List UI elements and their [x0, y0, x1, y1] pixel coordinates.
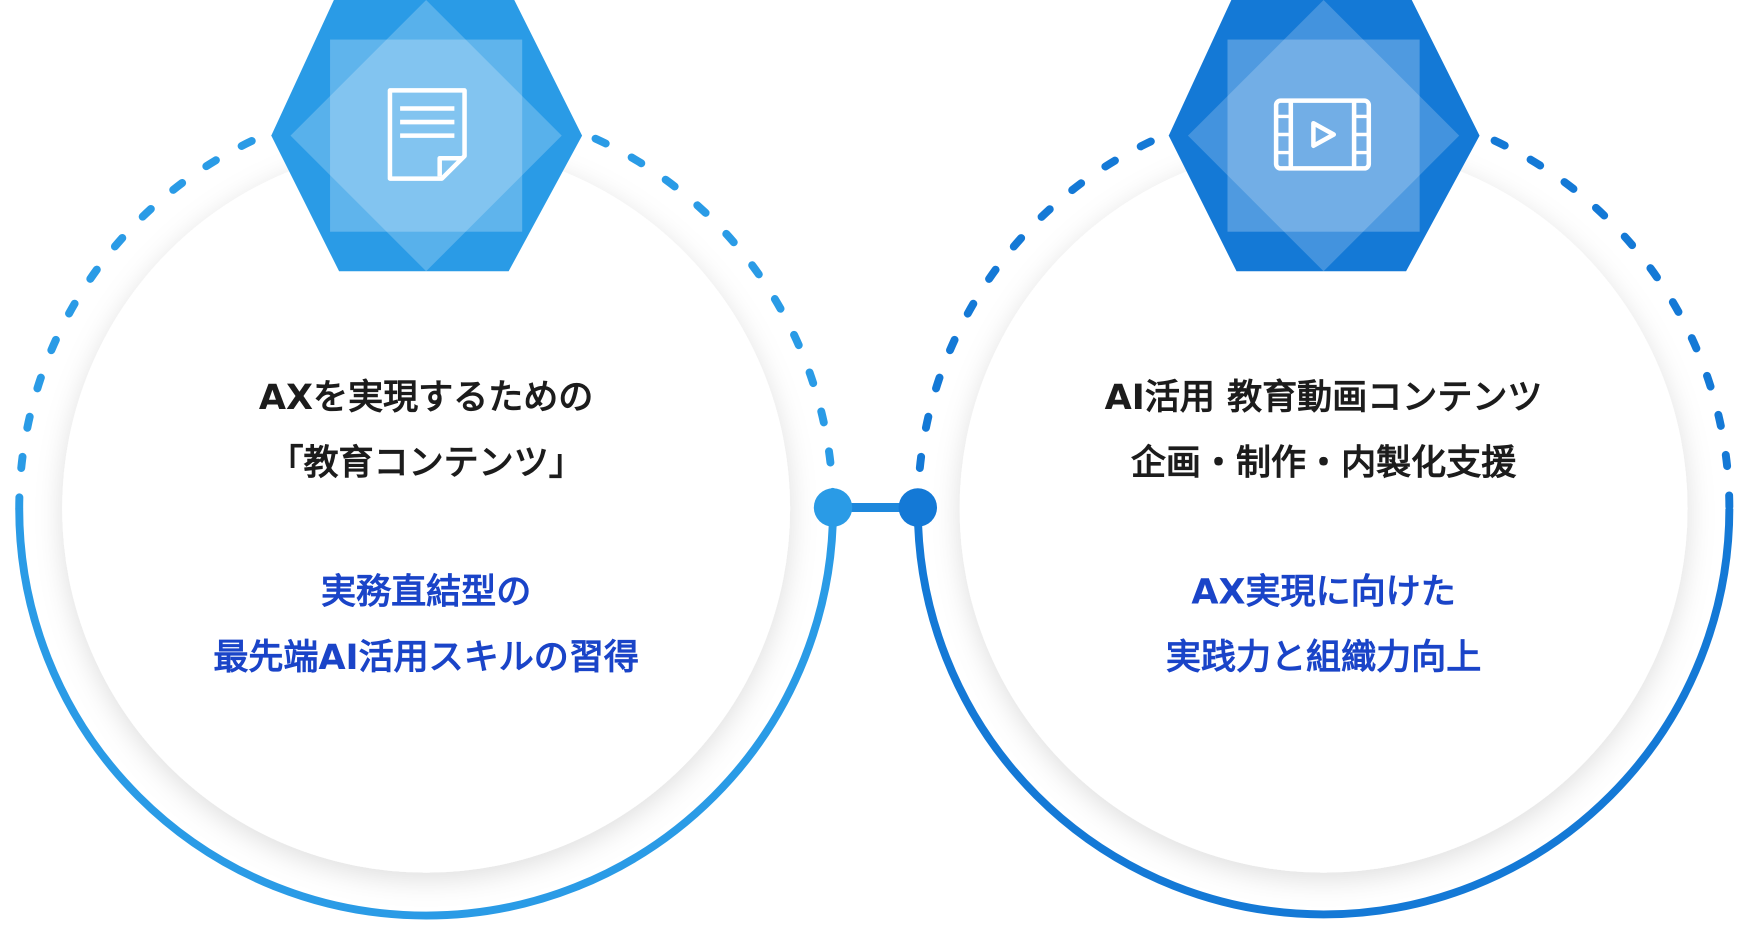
left-title-line: AXを実現するための	[258, 377, 594, 419]
connector	[813, 488, 938, 527]
left-subtitle: 実務直結型の 最先端AI活用スキルの習得	[87, 559, 765, 690]
right-title-line: AI活用 教育動画コンテンツ	[1104, 377, 1543, 419]
video-icon	[1273, 98, 1372, 171]
right-title: AI活用 教育動画コンテンツ 企画・制作・内製化支援	[984, 365, 1662, 496]
right-subtitle: AX実現に向けた 実践力と組織力向上	[984, 559, 1662, 690]
left-circle	[15, 97, 837, 920]
document-icon	[387, 88, 467, 181]
left-title: AXを実現するための 「教育コンテンツ」	[87, 365, 765, 496]
right-title-line: 企画・制作・内製化支援	[1130, 443, 1517, 484]
left-hexagon	[271, 0, 583, 272]
right-circle	[913, 98, 1734, 919]
right-subtitle-line: 実践力と組織力向上	[1165, 637, 1482, 679]
right-subtitle-line: AX実現に向けた	[1191, 571, 1456, 613]
left-subtitle-line: 実務直結型の	[321, 571, 532, 613]
left-subtitle-line: 最先端AI活用スキルの習得	[213, 637, 639, 679]
right-hexagon	[1168, 0, 1480, 272]
left-title-line: 「教育コンテンツ」	[268, 443, 584, 484]
